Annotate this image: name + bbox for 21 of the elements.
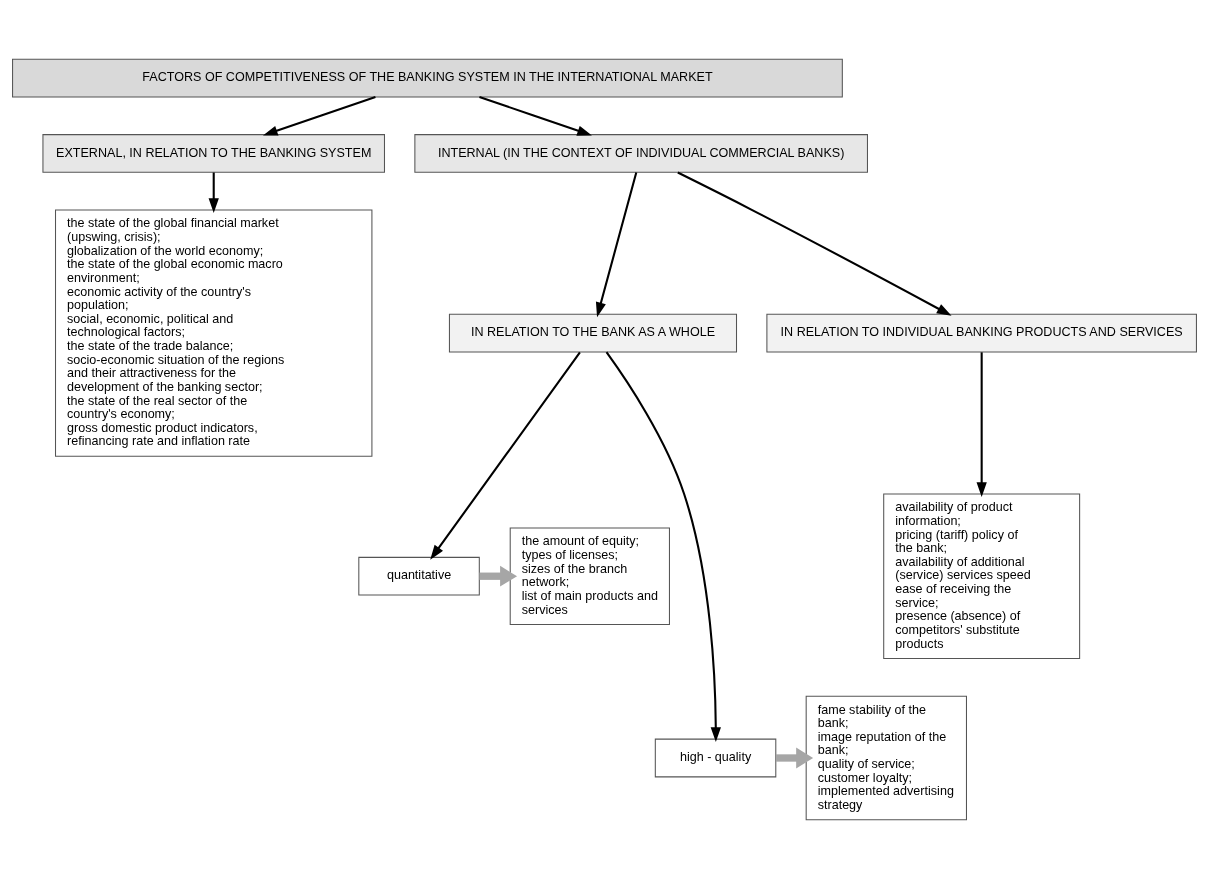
arrow (605, 351, 721, 742)
node-box: INTERNAL (IN THE CONTEXT OF INDIVIDUAL COMMERCIAL BANKS) (414, 133, 868, 173)
node-box: quantitative (358, 556, 480, 596)
node-box: FACTORS OF COMPETITIVENESS OF THE BANKING SYSTEM IN THE INTERNATIONAL MARKET (12, 58, 843, 97)
arrow (479, 565, 518, 587)
arrow (208, 172, 219, 213)
node-box: IN RELATION TO INDIVIDUAL BANKING PRODUCTS AND SERVICES (766, 313, 1197, 353)
node-box: the state of the global financial market (upswing, crisis); globalization of the world economy; the state of the global economic macro environment; economic activity of the country's population; social, economic, political and technological factors; the state of the trade balance; socio-economic situation of the regions and their attractiveness for the development of the banking sector; the state of the real sector of the country's economy; gross domestic product indicators, refinancing rate and inflation rate (55, 209, 373, 457)
arrow (775, 747, 814, 768)
arrow (677, 171, 952, 316)
node-box: the amount of equity; types of licenses; sizes of the branch network; list of main products and services (509, 527, 670, 625)
node-box: EXTERNAL, IN RELATION TO THE BANKING SYSTEM (42, 133, 385, 173)
node-box: IN RELATION TO THE BANK AS A WHOLE (448, 313, 738, 353)
arrow (976, 351, 987, 497)
node-box: high - quality (654, 738, 777, 777)
node-box: availability of product information; pricing (tariff) policy of the bank; availability of additional (service) services speed ease of receiving the service; presence (absence) of competitors' substitute products (883, 492, 1081, 659)
arrow (595, 171, 638, 317)
arrow (262, 95, 376, 136)
node-box: fame stability of the bank; image reputation of the bank; quality of service; customer loyalty; implemented advertising strategy (805, 695, 967, 820)
arrow (479, 95, 592, 136)
arrow (430, 351, 581, 560)
